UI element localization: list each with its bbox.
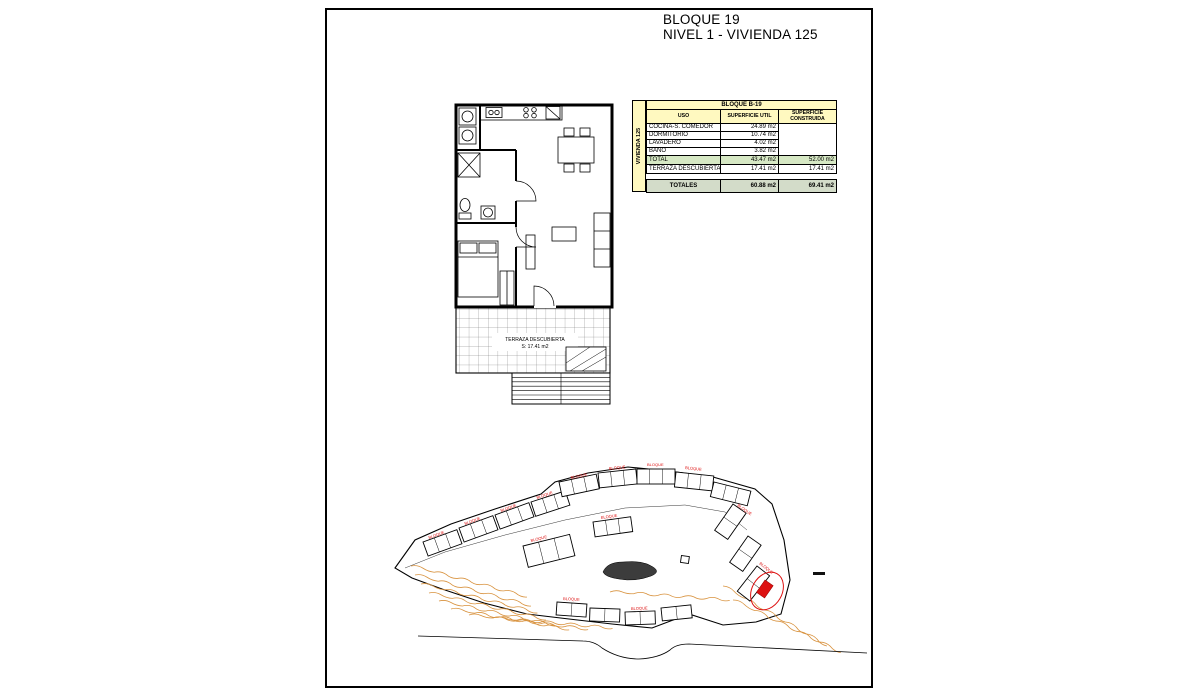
cell-construida: 52.00 m2 [777,155,838,165]
tv-unit [525,234,536,270]
cell-util: 43.47 m2 [720,155,779,165]
marker-ring [750,571,784,611]
cell-util: 3.82 m2 [720,147,779,156]
column-header-row: USO SUPERFICIE UTIL SUPERFICIE CONSTRUID… [646,109,838,124]
terrace-area-label: S: 17.41 m2 [522,344,549,350]
ground-line [417,635,868,660]
areas-table: BLOQUE B-19 USO SUPERFICIE UTIL SUPERFIC… [645,100,838,174]
site-block-label: BLOQUE [500,502,518,513]
site-block-label: BLOQUE [609,464,626,471]
block-header-row: BLOQUE B-19 [645,100,838,110]
table-row-terraza: TERRAZA DESCUBIERTA 17.41 m2 17.41 m2 [646,164,838,174]
cell-construida: 17.41 m2 [777,164,838,174]
table-side-strip: VIVIENDA 125 [632,100,646,192]
site-block-label: BLOQUE [563,596,580,602]
marker-square [756,579,774,599]
block-header-cell: BLOQUE B-19 [645,100,838,110]
site-block-label: BLOQUE [428,529,446,540]
site-block-label: BLOQUE [685,465,702,472]
terrace-steps [565,346,607,372]
building-block [624,610,656,626]
pool [602,561,657,581]
cell-util: 24.89 m2 [720,123,779,132]
interior-walls [456,105,517,307]
bed [457,240,499,298]
cell-uso: TERRAZA DESCUBIERTA [646,164,721,174]
door-swings [515,180,556,308]
floor-plan-drawing: TERRAZA DESCUBIERTA S: 17.41 m2 [454,103,614,405]
title-block: BLOQUE 19 NIVEL 1 - VIVIENDA 125 [663,12,818,42]
cell-construida-merged [777,123,838,156]
building-block [555,601,588,618]
cell-uso: DORMITORIO [646,131,721,140]
col-header-construida: SUPERFICIE CONSTRUIDA [777,109,838,124]
site-block-label: BLOQUE [536,490,554,500]
cell-uso: TOTAL [646,155,721,165]
title-level-unit: NIVEL 1 - VIVIENDA 125 [663,26,818,42]
col-header-util: SUPERFICIE UTIL [720,109,779,124]
terrace: TERRAZA DESCUBIERTA S: 17.41 m2 [455,306,611,374]
site-block-label: BLOQUE [464,515,482,526]
terrace-label-bg [492,333,578,351]
col-header-uso: USO [646,109,721,124]
cell-totales-construida: 69.41 m2 [778,179,837,193]
dining-table [557,127,595,173]
side-label-text: VIVIENDA 125 [636,127,643,165]
cell-uso: LAVADERO [646,139,721,148]
scale-dash [813,572,825,575]
internal-road [404,504,748,569]
cell-totales-util: 60.88 m2 [720,179,779,193]
coffee-table [551,226,577,242]
building-block [589,607,621,623]
cell-totales-label: TOTALES [646,179,721,193]
table-row-cocina: COCINA-S. COMEDOR 24.89 m2 [646,123,838,156]
wardrobe [499,270,515,306]
cell-uso: BAÑO [646,147,721,156]
building-block [660,604,693,622]
title-block-number: BLOQUE 19 [663,12,740,27]
exterior-stairs [511,372,611,405]
buildings [422,468,771,626]
site-block-label: BLOQUE [600,513,618,520]
site-block-label: BLOQUE [647,462,664,467]
terrace-label: TERRAZA DESCUBIERTA [505,337,565,343]
table-row-totales: TOTALES 60.88 m2 69.41 m2 [646,179,837,193]
cell-util: 10.74 m2 [720,131,779,140]
cell-uso: COCINA-S. COMEDOR [646,123,721,132]
small-structure [679,554,690,565]
site-block-label: BLOQUE [530,534,548,543]
totals-table: TOTALES 60.88 m2 69.41 m2 [646,179,837,193]
sofa [593,212,611,268]
site-plan-drawing: BLOQUE BLOQUE BLOQUE BLOQUE BLOQUE BLOQU… [394,462,868,660]
kitchen-counter [479,104,563,121]
laundry-machines [458,107,477,145]
selected-unit-marker [750,571,784,611]
site-block-label: BLOQUE [631,605,648,611]
bathroom-fixtures [457,152,496,220]
table-row-total: TOTAL 43.47 m2 52.00 m2 [646,155,838,165]
site-block-label: BLOQUE [570,472,588,480]
cell-util: 4.02 m2 [720,139,779,148]
apartment [454,103,614,309]
cell-util: 17.41 m2 [720,164,779,174]
building-block [636,468,676,485]
